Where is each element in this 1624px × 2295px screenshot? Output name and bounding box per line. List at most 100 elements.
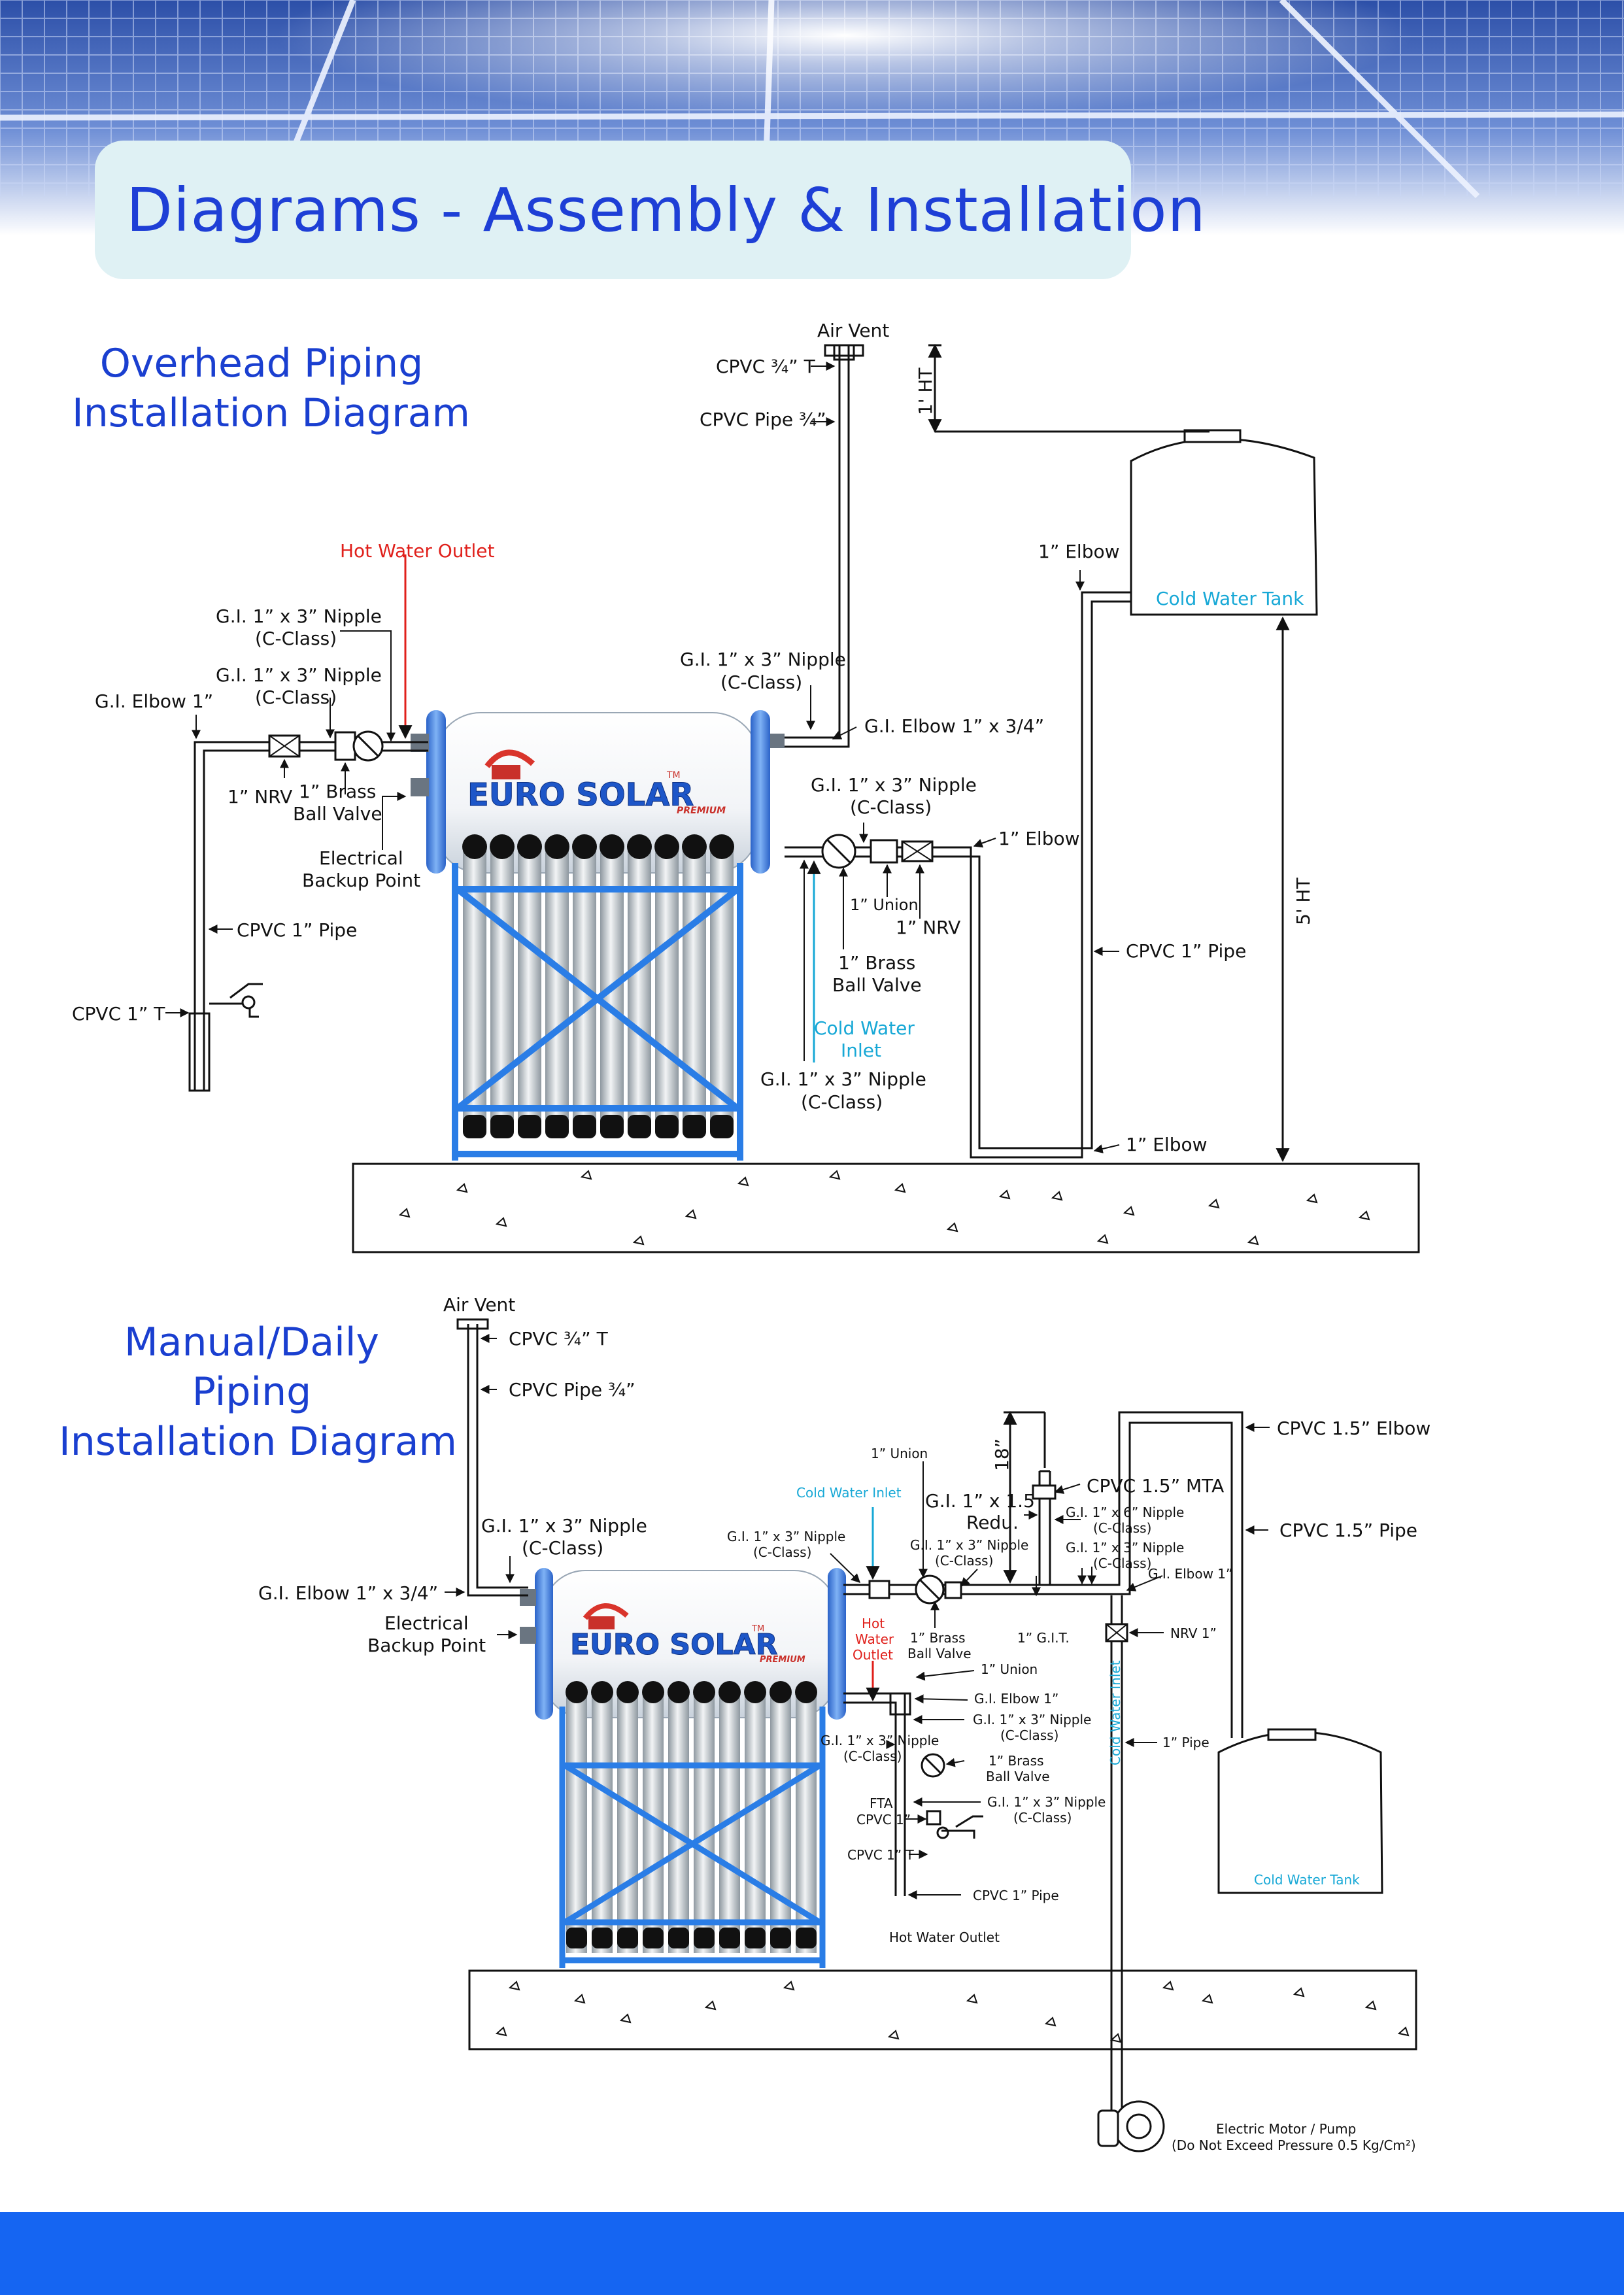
cpvc-t-label: CPVC ¾” T xyxy=(716,356,816,377)
overhead-title-line-2: Installation Diagram xyxy=(72,390,470,436)
one-ht-label: 1' HT xyxy=(915,367,936,415)
solar-panel-banner xyxy=(0,0,1624,235)
n2-label: G.I. 1” x 3” Nipple xyxy=(973,1712,1091,1727)
top-nipple-class: (C-Class) xyxy=(720,672,802,693)
ground-slab-2 xyxy=(468,1969,1417,2050)
tube-caps-2 xyxy=(566,1681,817,1948)
ball-valve-3-label-2: Ball Valve xyxy=(986,1769,1050,1784)
bottom-nipple-class: (C-Class) xyxy=(801,1091,883,1113)
nipple-a-label: G.I. 1” x 3” Nipple xyxy=(216,605,382,627)
hot-label-2: Water xyxy=(855,1631,894,1647)
manual-title-line-2: Piping xyxy=(192,1369,312,1415)
fta-label: FTA xyxy=(870,1795,893,1811)
overhead-labels: Air Vent CPVC ¾” T CPVC Pipe ¾” 1' HT 5'… xyxy=(72,320,1314,1155)
cold-water-inlet-vertical-label: Cold Water Inlet xyxy=(1108,1660,1123,1765)
ball-valve-2-label: 1” Brass xyxy=(910,1630,965,1646)
cold-water-tank-2 xyxy=(1217,1728,1383,1894)
n3-class: (C-Class) xyxy=(843,1748,902,1764)
union-2-label: 1” Union xyxy=(981,1661,1038,1677)
gi-elbow-label-2: G.I. Elbow 1” x 3/4” xyxy=(258,1582,438,1604)
cpvc-1-pipe-label: CPVC 1” Pipe xyxy=(973,1888,1059,1903)
brand-tagline: PREMIUM xyxy=(677,806,726,816)
air-vent-label-2: Air Vent xyxy=(443,1294,515,1316)
brand-name-2: EURO SOLAR xyxy=(570,1628,777,1661)
nipple-a-class: (C-Class) xyxy=(255,628,337,649)
electrical-backup-label-2: Backup Point xyxy=(302,870,420,891)
cpvc-15-elbow-label: CPVC 1.5” Elbow xyxy=(1277,1418,1430,1439)
cpvc-15-pipe-label: CPVC 1.5” Pipe xyxy=(1279,1520,1417,1541)
five-ht-label: 5' HT xyxy=(1293,877,1314,925)
overhead-section-title: Overhead Piping Installation Diagram xyxy=(72,339,470,438)
brand-tm: TM xyxy=(666,770,681,781)
cpvc-pipe-left-label: CPVC 1” Pipe xyxy=(237,919,357,941)
solar-water-heater: EURO SOLAR TM PREMIUM xyxy=(411,710,785,1161)
gi-elbow-label: G.I. Elbow 1” xyxy=(95,690,213,712)
motor-warning-label: (Do Not Exceed Pressure 0.5 Kg/Cm²) xyxy=(1172,2137,1416,2153)
heater-stand xyxy=(452,863,743,1161)
overhead-title-line-1: Overhead Piping xyxy=(99,341,424,386)
fta-label-2: CPVC 1” xyxy=(856,1812,911,1828)
small-nipple-label: G.I. 1” x 3” Nipple xyxy=(727,1529,845,1544)
union-fitting xyxy=(870,839,898,864)
mid-nipple-class: (C-Class) xyxy=(935,1553,993,1569)
cold-water-tank xyxy=(1130,429,1318,616)
r-nipple-label: G.I. 1” x 3” Nipple xyxy=(1066,1540,1184,1556)
manual-leaders xyxy=(445,1334,1270,1899)
hot-label-1: Hot xyxy=(862,1616,885,1631)
cpvc-15-mta-label: CPVC 1.5” MTA xyxy=(1087,1475,1224,1497)
nipple-b-class: (C-Class) xyxy=(255,687,337,708)
motor-label: Electric Motor / Pump xyxy=(1216,2121,1356,2137)
manual-section-title: Manual/Daily Piping Installation Diagram xyxy=(59,1318,457,1467)
electrical-backup-label: Electrical xyxy=(319,847,403,869)
slab-gravel-2 xyxy=(495,1980,1410,2043)
cpvc-1-t-label: CPVC 1” T xyxy=(847,1847,914,1863)
ball-valve-left-label-2: Ball Valve xyxy=(293,803,382,824)
top-nipple-label: G.I. 1” x 3” Nipple xyxy=(680,649,846,670)
git-label: 1” G.I.T. xyxy=(1017,1630,1070,1646)
cold-water-inlet-label-m: Cold Water Inlet xyxy=(796,1485,902,1501)
hot-label-3: Outlet xyxy=(853,1647,893,1663)
hot-water-outlet-label-2: Hot Water Outlet xyxy=(889,1930,1000,1945)
manual-title-line-1: Manual/Daily xyxy=(124,1319,380,1365)
n3-label: G.I. 1” x 3” Nipple xyxy=(820,1733,939,1748)
electric-pump-icon xyxy=(1097,2100,1165,2152)
ball-valve-2-label-2: Ball Valve xyxy=(907,1646,972,1661)
nipple-b-label: G.I. 1” x 3” Nipple xyxy=(216,664,382,686)
n2-class: (C-Class) xyxy=(1000,1727,1058,1743)
cpvc-pipe-label: CPVC Pipe ¾” xyxy=(700,409,826,430)
electrical-backup-label-4: Backup Point xyxy=(367,1635,486,1656)
reducer-label: G.I. 1” x 1.5 xyxy=(925,1490,1035,1512)
gi-elbow-1x34-label: G.I. Elbow 1” x 3/4” xyxy=(864,715,1044,737)
bottom-nipple-label: G.I. 1” x 3” Nipple xyxy=(760,1068,926,1090)
reducer-label-2: Redu. xyxy=(966,1512,1019,1533)
elbow-mid-label: 1” Elbow xyxy=(998,828,1080,849)
ball-valve-left-label: 1” Brass xyxy=(299,781,376,802)
eighteen-label: 18” xyxy=(991,1438,1013,1471)
cpvc-t-left-label: CPVC 1” T xyxy=(72,1003,165,1025)
six-nipple-class: (C-Class) xyxy=(1093,1520,1151,1536)
heater-stand-2 xyxy=(559,1707,826,1968)
vacuum-tubes-2 xyxy=(566,1695,817,1953)
page-title: Diagrams - Assembly & Installation xyxy=(126,175,1206,245)
cpvc-t-label-2: CPVC ¾” T xyxy=(509,1328,609,1350)
title-banner: Diagrams - Assembly & Installation xyxy=(95,141,1206,279)
union-top-label: 1” Union xyxy=(871,1446,928,1461)
nrv-left-label: 1” NRV xyxy=(228,786,292,808)
electrical-backup-label-3: Electrical xyxy=(384,1612,469,1634)
r-nipple-class: (C-Class) xyxy=(1093,1556,1151,1571)
brand-tagline-2: PREMIUM xyxy=(760,1655,805,1665)
n4-label: G.I. 1” x 3” Nipple xyxy=(987,1794,1106,1810)
ball-valve-3-label: 1” Brass xyxy=(989,1753,1043,1769)
one-pipe-label: 1” Pipe xyxy=(1162,1735,1210,1750)
manual-diagram: EURO SOLAR TM PREMIUM xyxy=(258,1294,1430,2153)
union-fitting-2 xyxy=(868,1580,890,1599)
brand-logo: EURO SOLAR TM PREMIUM xyxy=(467,749,726,816)
ground-slab xyxy=(352,1163,1420,1253)
manual-dimension xyxy=(1003,1410,1045,1584)
cold-water-tank-label: Cold Water Tank xyxy=(1156,588,1304,609)
hot-water-outlet-label: Hot Water Outlet xyxy=(340,540,495,562)
brand-name: EURO SOLAR xyxy=(467,777,694,813)
n4-class: (C-Class) xyxy=(1013,1810,1072,1826)
gi-elbow-2-label: G.I. Elbow 1” xyxy=(974,1691,1058,1707)
